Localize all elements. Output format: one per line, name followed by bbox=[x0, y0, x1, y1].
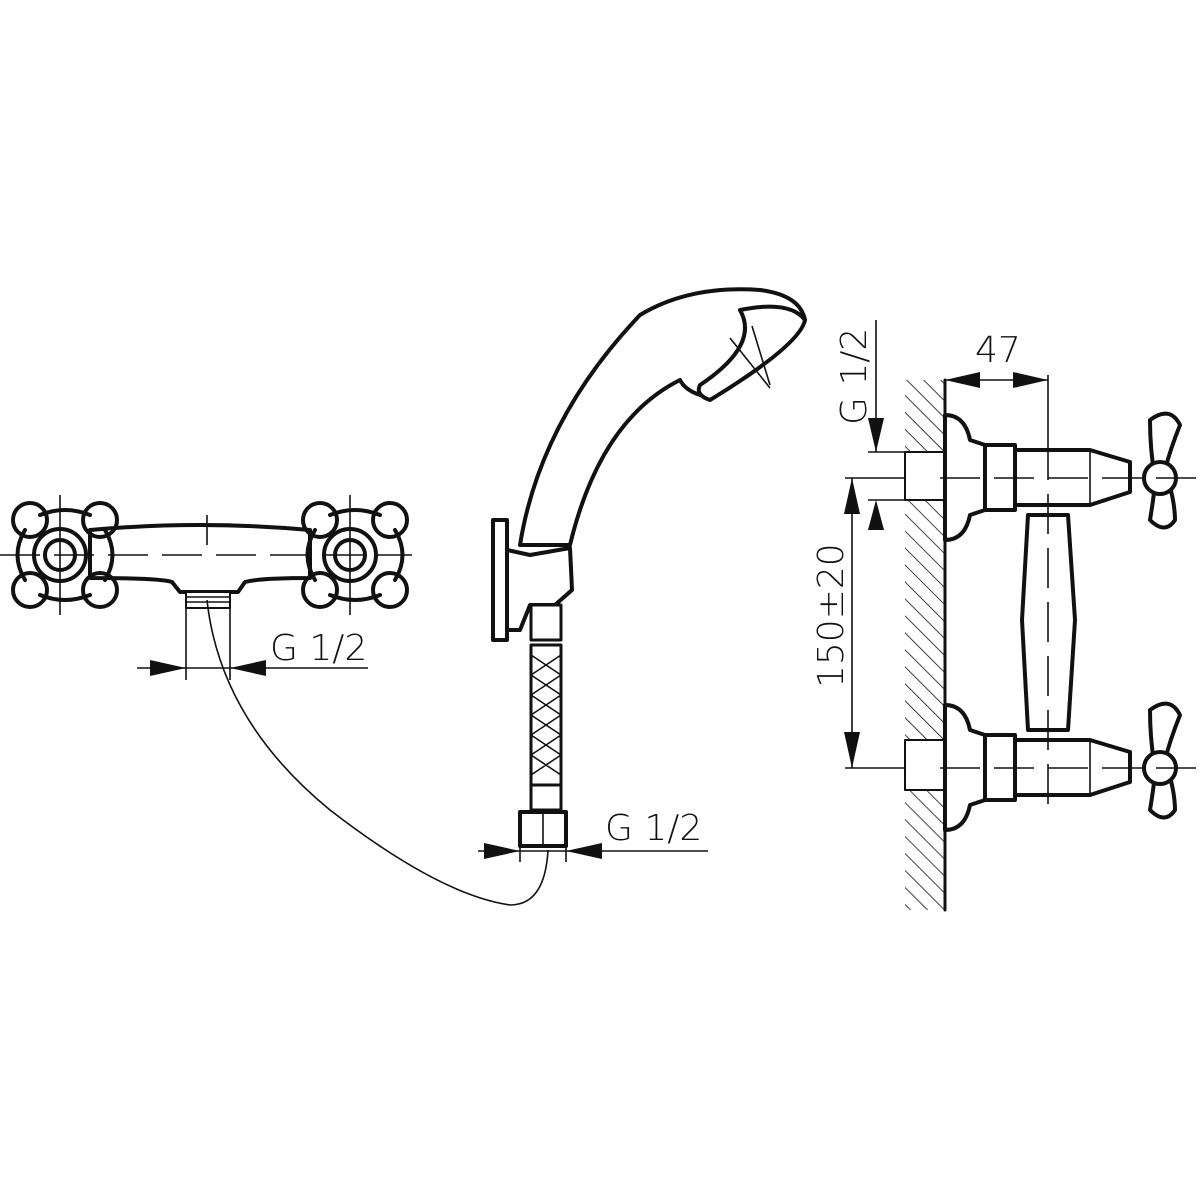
braided-hose bbox=[529, 643, 563, 787]
thread-label-inlet: G 1/2 bbox=[834, 328, 875, 425]
dimension-label-150: 150±20 bbox=[811, 543, 852, 688]
hand-shower: G 1/2 bbox=[478, 287, 807, 862]
thread-inlet-upper bbox=[904, 451, 946, 501]
mixer-front-view: G 1/2 bbox=[0, 495, 412, 680]
mixer-body bbox=[88, 523, 312, 594]
hose bbox=[206, 599, 549, 906]
shower-head-face bbox=[696, 304, 807, 402]
mixer-side-view: 47 G 1/2 150±20 bbox=[811, 320, 1200, 912]
thread-label-hose: G 1/2 bbox=[605, 808, 702, 849]
thread-inlet-lower bbox=[904, 739, 946, 791]
dimension-label-47: 47 bbox=[975, 330, 1021, 371]
wall-bracket-plate bbox=[491, 518, 509, 642]
cross-handle-side-upper bbox=[1142, 411, 1182, 530]
cross-handle-side-lower bbox=[1142, 701, 1182, 820]
thread-label-outlet: G 1/2 bbox=[270, 628, 367, 669]
